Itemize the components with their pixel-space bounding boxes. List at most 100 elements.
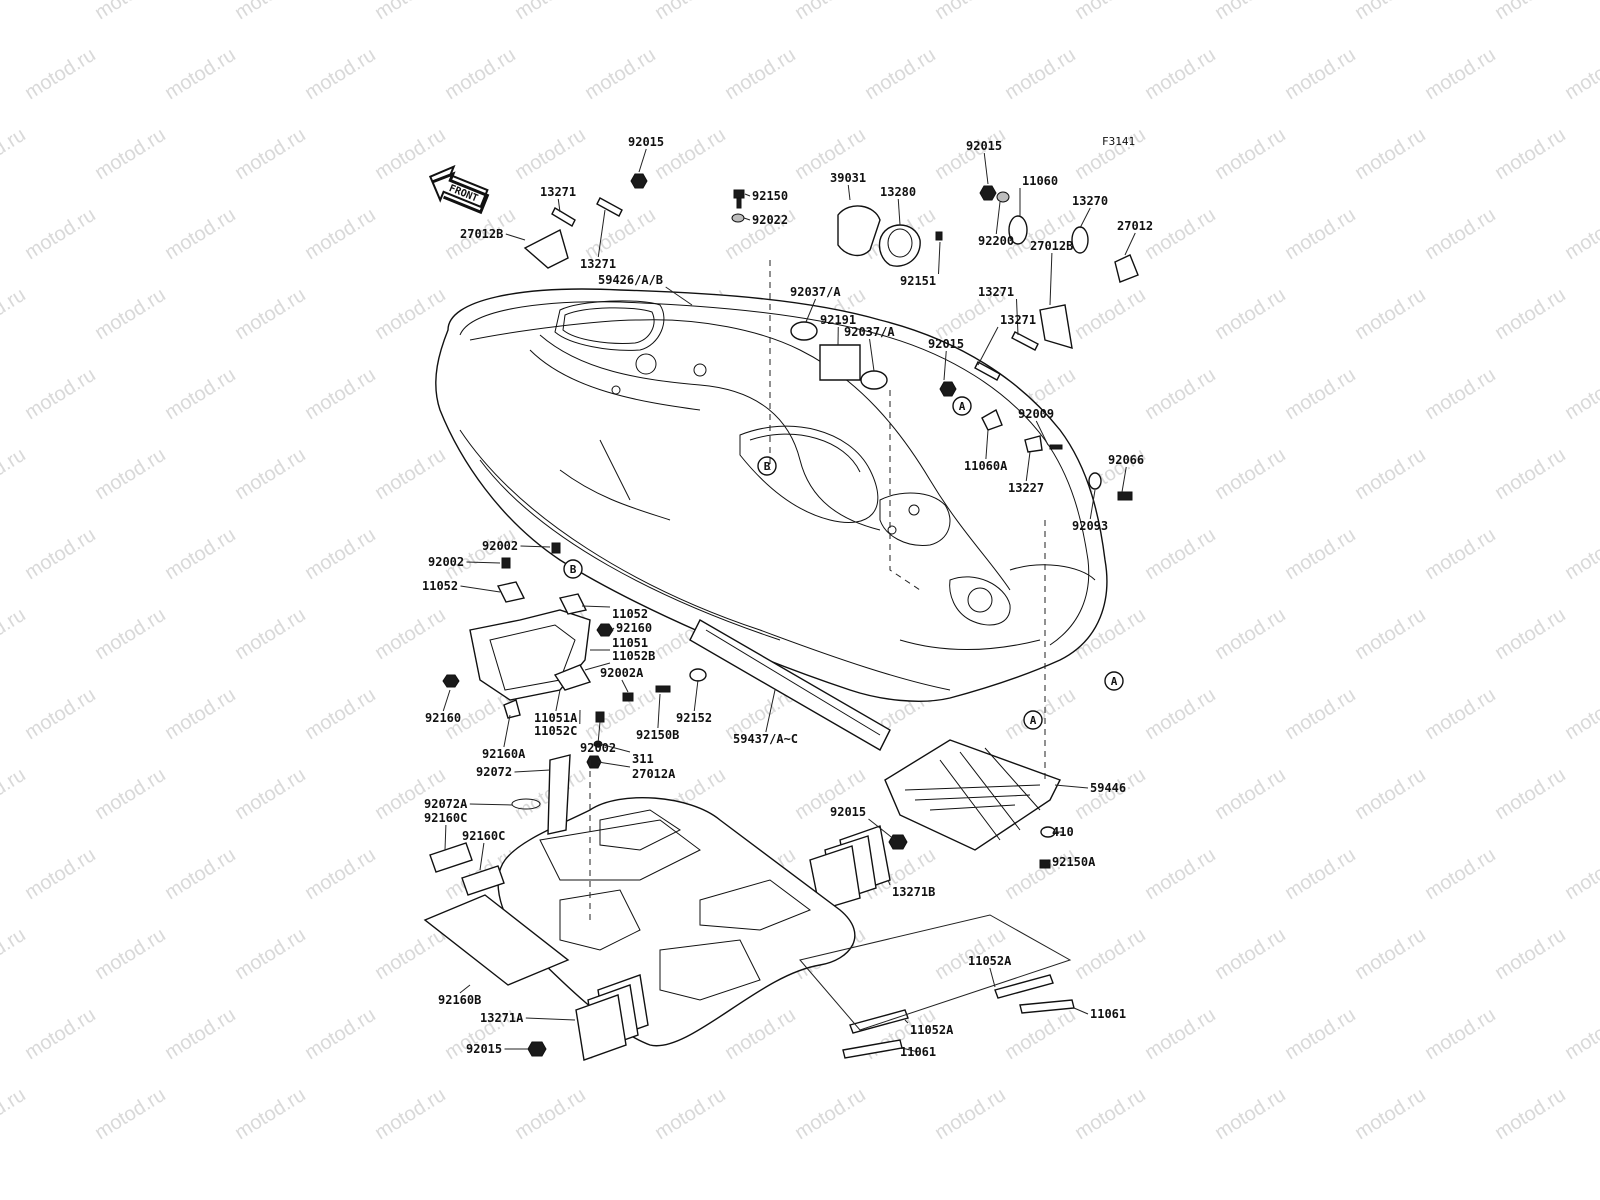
bolt-92150b-icon bbox=[655, 685, 671, 693]
watermark-text: motod.ru bbox=[1001, 844, 1080, 904]
ring-13280-icon bbox=[878, 224, 921, 267]
watermark-text: motod.ru bbox=[1351, 924, 1430, 984]
screw-92009-icon bbox=[1049, 444, 1063, 450]
leader-line bbox=[557, 198, 561, 213]
watermark-text: motod.ru bbox=[721, 44, 800, 104]
watermark-text: motod.ru bbox=[791, 1084, 870, 1144]
watermark-text: motod.ru bbox=[371, 284, 450, 344]
watermark-text: motod.ru bbox=[161, 524, 240, 584]
callout-letter: A bbox=[959, 400, 966, 413]
leader-line bbox=[868, 818, 896, 841]
leader-line bbox=[977, 326, 999, 366]
part-label: 92002 bbox=[580, 741, 616, 755]
watermark-text: motod.ru bbox=[21, 204, 100, 264]
nut-92015-a-icon bbox=[630, 173, 648, 189]
part-label: 13227 bbox=[1008, 481, 1044, 495]
leader-line bbox=[1054, 784, 1089, 789]
part-label: 92160 bbox=[425, 711, 461, 725]
part-label: 11061 bbox=[900, 1045, 936, 1059]
leader-line bbox=[1016, 298, 1019, 336]
watermark-text: motod.ru bbox=[1211, 444, 1290, 504]
watermark-text: motod.ru bbox=[1421, 524, 1500, 584]
part-label: 92015 bbox=[628, 135, 664, 149]
watermark-text: motod.ru bbox=[1211, 604, 1290, 664]
watermark-text: motod.ru bbox=[1561, 524, 1600, 584]
watermark-text: motod.ru bbox=[1071, 284, 1150, 344]
cap-11060-icon bbox=[1008, 215, 1028, 245]
watermark-text: motod.ru bbox=[91, 764, 170, 824]
nut-92015-b-icon bbox=[979, 185, 997, 201]
watermark-text: motod.ru bbox=[91, 124, 170, 184]
part-label: 11052A bbox=[910, 1023, 954, 1037]
watermark-text: motod.ru bbox=[1561, 1004, 1600, 1064]
leader-line bbox=[469, 803, 513, 806]
watermark-text: motod.ru bbox=[0, 444, 30, 504]
plug-92066-icon bbox=[1117, 491, 1133, 501]
clamp-92037-b-icon bbox=[860, 370, 888, 390]
leader-line bbox=[869, 338, 875, 372]
part-label: 11052B bbox=[612, 649, 655, 663]
part-label: 92150A bbox=[1052, 855, 1096, 869]
watermark-text: motod.ru bbox=[651, 1084, 730, 1144]
leader-line bbox=[514, 769, 551, 773]
watermark-text: motod.ru bbox=[301, 524, 380, 584]
callout-b-1 bbox=[757, 456, 777, 476]
plate-13271-a-icon bbox=[551, 207, 576, 227]
watermark-text: motod.ru bbox=[371, 604, 450, 664]
watermark-text: motod.ru bbox=[441, 44, 520, 104]
rod-11052a-a-icon bbox=[849, 1009, 909, 1034]
leader-line bbox=[901, 1047, 919, 1053]
leader-line bbox=[597, 761, 631, 768]
part-label: 13271A bbox=[480, 1011, 524, 1025]
leader-line bbox=[904, 1019, 909, 1024]
watermark-text: motod.ru bbox=[1211, 124, 1290, 184]
leader-line bbox=[555, 689, 561, 712]
part-label: 92072 bbox=[476, 765, 512, 779]
watermark-text: motod.ru bbox=[931, 0, 1010, 24]
watermark-text: motod.ru bbox=[1421, 1004, 1500, 1064]
part-label: 92160B bbox=[438, 993, 481, 1007]
part-label: 11060A bbox=[964, 459, 1008, 473]
part-label: 92093 bbox=[1072, 519, 1108, 533]
engine-bed bbox=[497, 797, 856, 1047]
ref-line-2 bbox=[889, 390, 921, 591]
leader-line bbox=[1089, 489, 1096, 520]
watermark-text: motod.ru bbox=[1281, 684, 1360, 744]
watermark-text: motod.ru bbox=[371, 444, 450, 504]
part-label: 11052 bbox=[422, 579, 458, 593]
part-label: 11052A bbox=[968, 954, 1012, 968]
nut-92015-e-icon bbox=[527, 1041, 547, 1057]
part-label: 11051 bbox=[612, 636, 648, 650]
plate-13271-d-icon bbox=[974, 361, 1001, 381]
rod-11052a-b-icon bbox=[994, 974, 1054, 999]
ref-box-rods bbox=[799, 914, 1072, 1031]
leader-line bbox=[805, 298, 817, 323]
watermark-text: motod.ru bbox=[1491, 0, 1570, 24]
watermark-text: motod.ru bbox=[301, 364, 380, 424]
watermark-text: motod.ru bbox=[91, 604, 170, 664]
leader-line bbox=[1049, 252, 1053, 306]
watermark-text: motod.ru bbox=[0, 924, 30, 984]
part-label: 92160A bbox=[482, 747, 526, 761]
watermark-text: motod.ru bbox=[231, 0, 310, 24]
plate-13271-c-icon bbox=[1011, 331, 1039, 351]
bolt-92150a-icon bbox=[1039, 859, 1051, 869]
watermark-text: motod.ru bbox=[21, 44, 100, 104]
bracket-27012b-a-icon bbox=[523, 228, 569, 269]
leader-line bbox=[444, 824, 447, 851]
watermark-text: motod.ru bbox=[161, 684, 240, 744]
watermark-text: motod.ru bbox=[231, 444, 310, 504]
part-13270-icon bbox=[1071, 226, 1089, 254]
leader-line bbox=[744, 193, 751, 197]
part-label: 92072A bbox=[424, 797, 468, 811]
nut-92160-b-icon bbox=[596, 623, 614, 637]
watermark-text: motod.ru bbox=[161, 44, 240, 104]
bolt-92150-icon bbox=[733, 189, 745, 199]
leader-line bbox=[584, 662, 611, 671]
leader-line bbox=[459, 984, 471, 994]
leader-line bbox=[597, 721, 601, 742]
watermark-text: motod.ru bbox=[231, 604, 310, 664]
leader-line bbox=[442, 689, 451, 712]
part-label: 11061 bbox=[1090, 1007, 1126, 1021]
callout-a-1 bbox=[952, 396, 972, 416]
